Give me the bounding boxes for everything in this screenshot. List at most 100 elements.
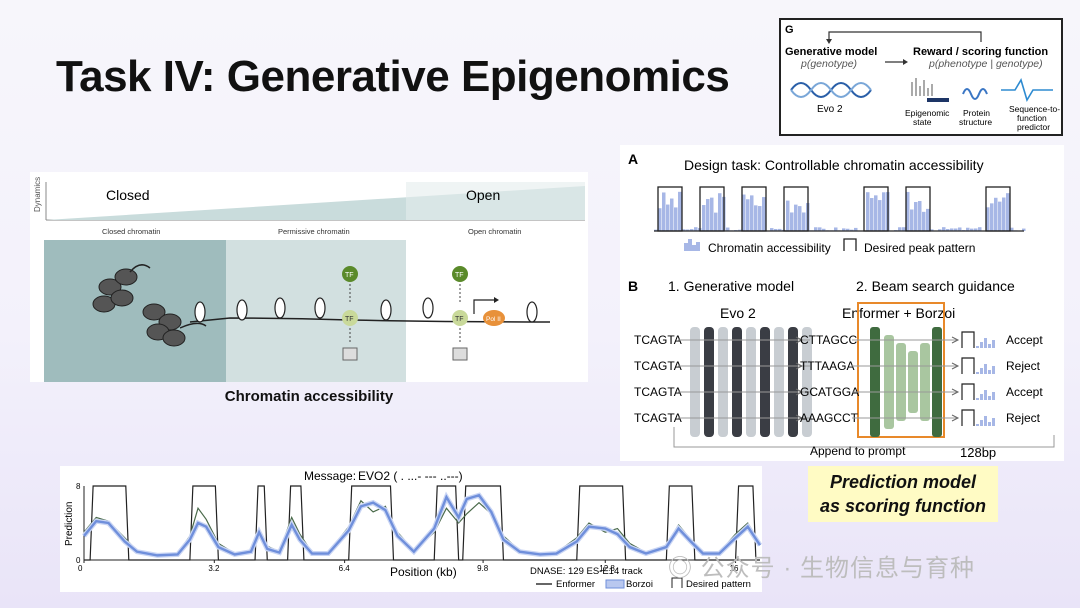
access-bar <box>742 194 746 231</box>
access-bar <box>942 227 946 231</box>
tf-label-4: TF <box>455 316 464 323</box>
reward-item-seq-2: function <box>1017 113 1047 123</box>
access-bar <box>758 206 762 231</box>
x-axis-label: Position (kb) <box>390 565 457 579</box>
borzoi-line <box>83 493 762 557</box>
access-bar <box>1010 227 1014 231</box>
generated-seq: CTTAGCC <box>800 333 857 347</box>
access-bar <box>814 227 818 231</box>
evo2-layer <box>746 327 756 437</box>
panel-a-letter: A <box>628 151 638 167</box>
access-bar <box>946 229 950 231</box>
access-bar <box>674 207 678 231</box>
evo2-layer <box>788 327 798 437</box>
reward-item-seq: Sequence-to- <box>1009 104 1060 114</box>
reward-item-protein: Protein <box>963 108 990 118</box>
reward-title: Reward / scoring function <box>913 46 1048 58</box>
legend-enformer: Enformer <box>556 579 595 590</box>
access-bar <box>950 228 954 231</box>
enformer-layer <box>920 343 930 421</box>
peak-pattern-icon <box>843 238 857 251</box>
access-bar <box>658 208 662 231</box>
sequence-function-icon <box>1001 78 1053 102</box>
protein-structure-icon <box>962 88 988 100</box>
dna-helix-icon <box>790 82 872 98</box>
prompt-seq: TCAGTA <box>634 359 682 373</box>
callout-line1: Prediction model <box>829 472 977 492</box>
decision-label: Accept <box>1006 333 1043 347</box>
enformer-layer <box>908 351 918 413</box>
evo2-model-label: Evo 2 <box>720 305 756 321</box>
access-bar <box>770 228 774 231</box>
evo2-layer <box>718 327 728 437</box>
panel-g-letter: G <box>785 24 794 36</box>
prediction-plot: Message: EVO2 ( . ...- --- ..---) Predic… <box>60 466 763 592</box>
step2-label: 2. Beam search guidance <box>856 278 1015 294</box>
access-bar <box>974 228 978 231</box>
generated-seq: TTTAAGA <box>800 359 854 373</box>
section-closed: Closed chromatin <box>102 227 160 236</box>
design-task-diagram: A Design task: Controllable chromatin ac… <box>628 151 1055 460</box>
epigenomic-track-icon <box>911 78 949 102</box>
gen-model-sub: p(genotype) <box>800 58 857 70</box>
access-bar <box>822 228 826 231</box>
legend-desired: Desired pattern <box>686 579 751 590</box>
access-bar <box>1002 197 1006 231</box>
prompt-seq: TCAGTA <box>634 385 682 399</box>
nucleosome-row <box>194 297 538 323</box>
access-bar <box>1022 228 1026 231</box>
legend-access-icon <box>684 239 700 251</box>
tf-top-open: TF TF <box>452 266 499 361</box>
access-bar <box>794 204 798 231</box>
access-bar <box>842 228 846 231</box>
access-bar <box>998 201 1002 231</box>
prompt-seq: TCAGTA <box>634 333 682 347</box>
closed-label: Closed <box>106 187 150 203</box>
evo2-layer <box>690 327 700 437</box>
access-bar <box>918 201 922 231</box>
decision-label: Reject <box>1006 359 1041 373</box>
reward-item-seq-3: predictor <box>1017 122 1050 132</box>
tf-label-1: TF <box>345 272 354 279</box>
evo2-layers <box>690 327 812 437</box>
access-bar <box>746 199 750 231</box>
access-bar <box>906 191 910 231</box>
access-bar <box>834 227 838 231</box>
slide-title: Task IV: Generative Epigenomics <box>56 52 730 101</box>
reward-item-epigenomic: Epigenomic <box>905 108 950 118</box>
legend-borzoi: Borzoi <box>626 579 653 590</box>
access-bar <box>762 197 766 231</box>
prediction-chart: Message: EVO2 ( . ...- --- ..---) Predic… <box>64 469 763 590</box>
evo2-layer <box>774 327 784 437</box>
access-bar <box>922 211 926 231</box>
tf-label-2: TF <box>345 316 354 323</box>
access-bar <box>902 227 906 231</box>
generated-seq: GCATGGA <box>800 385 859 399</box>
prediction-callout: Prediction model as scoring function <box>808 466 998 522</box>
access-bar <box>966 227 970 231</box>
pol-ii-icon: Pol II <box>483 310 505 326</box>
x-tick-label: 9.8 <box>477 564 489 573</box>
evo2-layer <box>704 327 714 437</box>
x-tick-label: 16 <box>730 564 739 573</box>
evo2-layer <box>760 327 770 437</box>
reward-item-protein-2: structure <box>959 117 992 127</box>
y-axis-label: Prediction <box>64 502 75 546</box>
access-bar <box>874 195 878 231</box>
pol-label: Pol II <box>486 316 501 323</box>
x-tick-label: 12.8 <box>599 564 615 573</box>
enformer-model-label: Enformer + Borzoi <box>842 305 955 321</box>
message-text: EVO2 ( . ...- --- ..---) <box>358 469 463 483</box>
step1-label: 1. Generative model <box>668 278 794 294</box>
access-bar <box>718 193 722 231</box>
access-bar <box>678 191 682 231</box>
panel-g: G Generative model p(genotype) Evo 2 Rew… <box>779 18 1063 136</box>
watermark: ◎ 公众号 · 生物信息与育种 <box>668 555 975 582</box>
access-bar <box>854 227 858 231</box>
access-bar <box>990 203 994 231</box>
reward-sub: p(phenotype | genotype) <box>928 58 1043 70</box>
tf-label-3: TF <box>455 272 464 279</box>
access-bar <box>786 200 790 231</box>
